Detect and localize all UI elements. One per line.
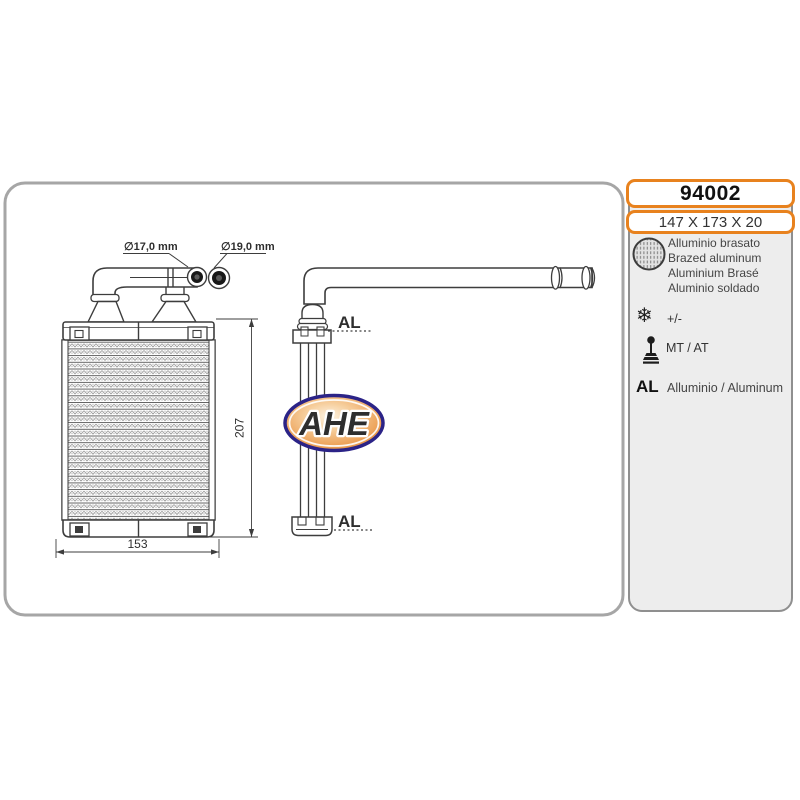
side-top-tank [292, 329, 332, 344]
ahe-logo-text-outline: AHE [298, 405, 370, 442]
size-box: 147 X 173 X 20 [626, 210, 795, 234]
brazed-aluminum-icon [632, 237, 666, 276]
al-material-label: Alluminio / Aluminum [667, 381, 784, 395]
diameter-19-label: ∅19,0 mm [221, 241, 275, 253]
ahe-logo-text: AHE [298, 405, 370, 442]
al-callout-bottom: AL [338, 512, 361, 531]
material-line-fr: Aluminium Brasé [668, 266, 759, 280]
ahe-logo-oval [283, 393, 385, 453]
material-line-en: Brazed aluminum [668, 251, 762, 265]
heater-core-mesh [61, 339, 216, 521]
material-line-es: Aluminio soldado [668, 281, 760, 295]
height-dimension-label: 207 [233, 418, 247, 438]
part-number-box: 94002 [626, 179, 795, 208]
side-view-drawing [291, 265, 596, 537]
material-callouts: AL AL [328, 313, 372, 531]
pipe-opening-17mm [186, 266, 208, 288]
snowflake-icon: ❄ [636, 306, 653, 326]
diameter-17-label: ∅17,0 mm [124, 241, 178, 253]
width-dimension-label: 153 [127, 537, 147, 551]
temperature-option-label: +/- [667, 312, 682, 326]
snowflake-glyph: ❄ [636, 305, 653, 327]
material-line-it: Alluminio brasato [668, 236, 761, 250]
part-number: 94002 [680, 181, 741, 205]
pipe-diameter-labels: ∅17,0 mm ∅19,0 mm [123, 241, 275, 269]
dimension-height: 207 [208, 318, 258, 538]
transmission-label: MT / AT [666, 341, 709, 355]
material-description: Alluminio brasato Brazed aluminum Alumin… [668, 236, 761, 296]
gear-shifter-icon [642, 336, 660, 369]
dimension-width: 153 [55, 537, 220, 558]
ahe-logo: AHE AHE [283, 393, 385, 453]
al-material-code: AL [636, 377, 659, 396]
pipe-opening-19mm [207, 266, 231, 290]
part-dimensions: 147 X 173 X 20 [658, 213, 763, 231]
front-view-drawing [61, 266, 231, 538]
al-callout-top: AL [338, 313, 361, 332]
side-bottom-tank [291, 516, 333, 537]
